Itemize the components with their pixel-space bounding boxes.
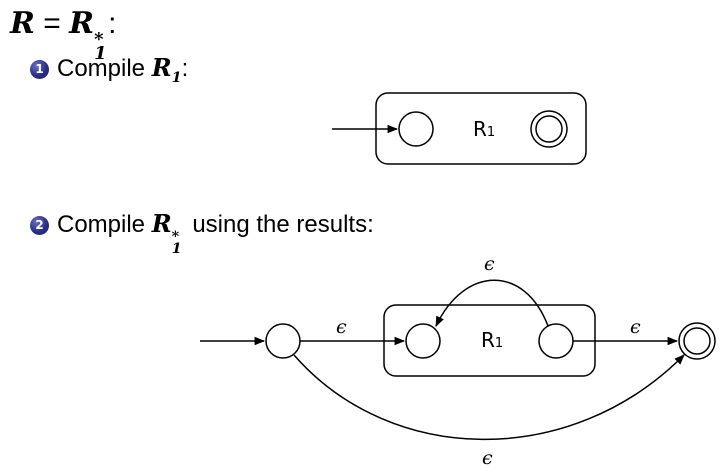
step-one-colon: : <box>181 55 189 82</box>
bullet-one: 1 <box>30 60 49 79</box>
equals-sign: = <box>34 7 70 40</box>
step-two: 2 Compile R*1 using the results: <box>30 208 374 257</box>
math-r-star: R <box>69 6 95 41</box>
epsilon-label-out: ϵ <box>630 316 641 338</box>
start-state <box>398 111 434 147</box>
math-r: R <box>10 6 35 41</box>
step-one-math: R <box>151 53 172 82</box>
r1-accept-state <box>538 323 574 359</box>
colon: : <box>108 7 117 40</box>
step-one-text: Compile <box>57 55 152 82</box>
step-two-math: R <box>151 209 172 238</box>
epsilon-label-bypass: ϵ <box>482 447 493 469</box>
step-one-sub: 1 <box>171 68 182 86</box>
r1-label: R1 <box>473 117 495 141</box>
step-two-star: * <box>171 228 180 246</box>
page-title: R = R*1: <box>10 4 117 64</box>
math-star: * <box>94 28 104 50</box>
epsilon-label-loop: ϵ <box>484 253 495 275</box>
epsilon-edge-bypass <box>293 354 685 441</box>
r1-label-2: R1 <box>481 328 503 352</box>
accept-state-inner <box>535 115 563 143</box>
new-accept-state-inner <box>683 327 711 355</box>
step-two-rest: using the results: <box>185 211 374 238</box>
r1-start-state <box>405 323 441 359</box>
step-two-sub: 1 <box>171 239 182 257</box>
bullet-two: 2 <box>30 216 49 235</box>
epsilon-edge-loop <box>435 279 549 327</box>
math-sub-one: 1 <box>94 42 107 64</box>
diagram-r1-star: ϵ R1 ϵ ϵ ϵ <box>200 253 716 469</box>
step-two-text: Compile <box>57 211 152 238</box>
new-start-state <box>265 323 301 359</box>
diagram-r1: R1 <box>332 92 587 165</box>
epsilon-label-in: ϵ <box>336 316 347 338</box>
